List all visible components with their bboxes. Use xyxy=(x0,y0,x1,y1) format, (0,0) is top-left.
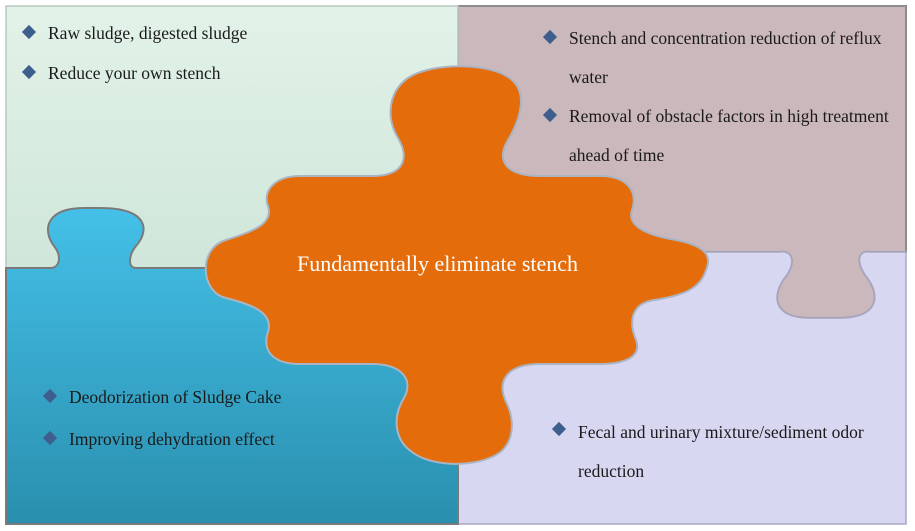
diamond-bullet-icon xyxy=(42,388,58,404)
item-text: Removal of obstacle factors in high trea… xyxy=(569,106,889,165)
item-text: Reduce your own stench xyxy=(48,63,221,83)
top-right-list: Stench and concentration reduction of re… xyxy=(542,19,905,175)
list-item: Raw sludge, digested sludge xyxy=(21,22,442,44)
item-text: Stench and concentration reduction of re… xyxy=(569,28,882,87)
piece-center xyxy=(204,65,710,465)
item-text: Fecal and urinary mixture/sediment odor … xyxy=(578,422,864,481)
list-item: Reduce your own stench xyxy=(21,62,442,84)
center-label: Fundamentally eliminate stench xyxy=(297,251,579,276)
diamond-bullet-icon xyxy=(21,24,37,40)
diamond-bullet-icon xyxy=(542,29,558,45)
bottom-left-list: Deodorization of Sludge Cake Improving d… xyxy=(42,386,443,450)
diamond-bullet-icon xyxy=(21,64,37,80)
item-text: Improving dehydration effect xyxy=(69,429,275,449)
diamond-bullet-icon xyxy=(551,421,567,437)
diamond-bullet-icon xyxy=(542,107,558,123)
list-item: Stench and concentration reduction of re… xyxy=(542,19,905,97)
item-text: Deodorization of Sludge Cake xyxy=(69,387,282,407)
top-left-list: Raw sludge, digested sludge Reduce your … xyxy=(21,22,442,84)
list-item: Fecal and urinary mixture/sediment odor … xyxy=(551,413,892,491)
list-item: Deodorization of Sludge Cake xyxy=(42,386,443,408)
list-item: Removal of obstacle factors in high trea… xyxy=(542,97,905,175)
list-item: Improving dehydration effect xyxy=(42,428,443,450)
diamond-bullet-icon xyxy=(42,430,58,446)
item-text: Raw sludge, digested sludge xyxy=(48,23,248,43)
bottom-right-list: Fecal and urinary mixture/sediment odor … xyxy=(551,413,892,491)
